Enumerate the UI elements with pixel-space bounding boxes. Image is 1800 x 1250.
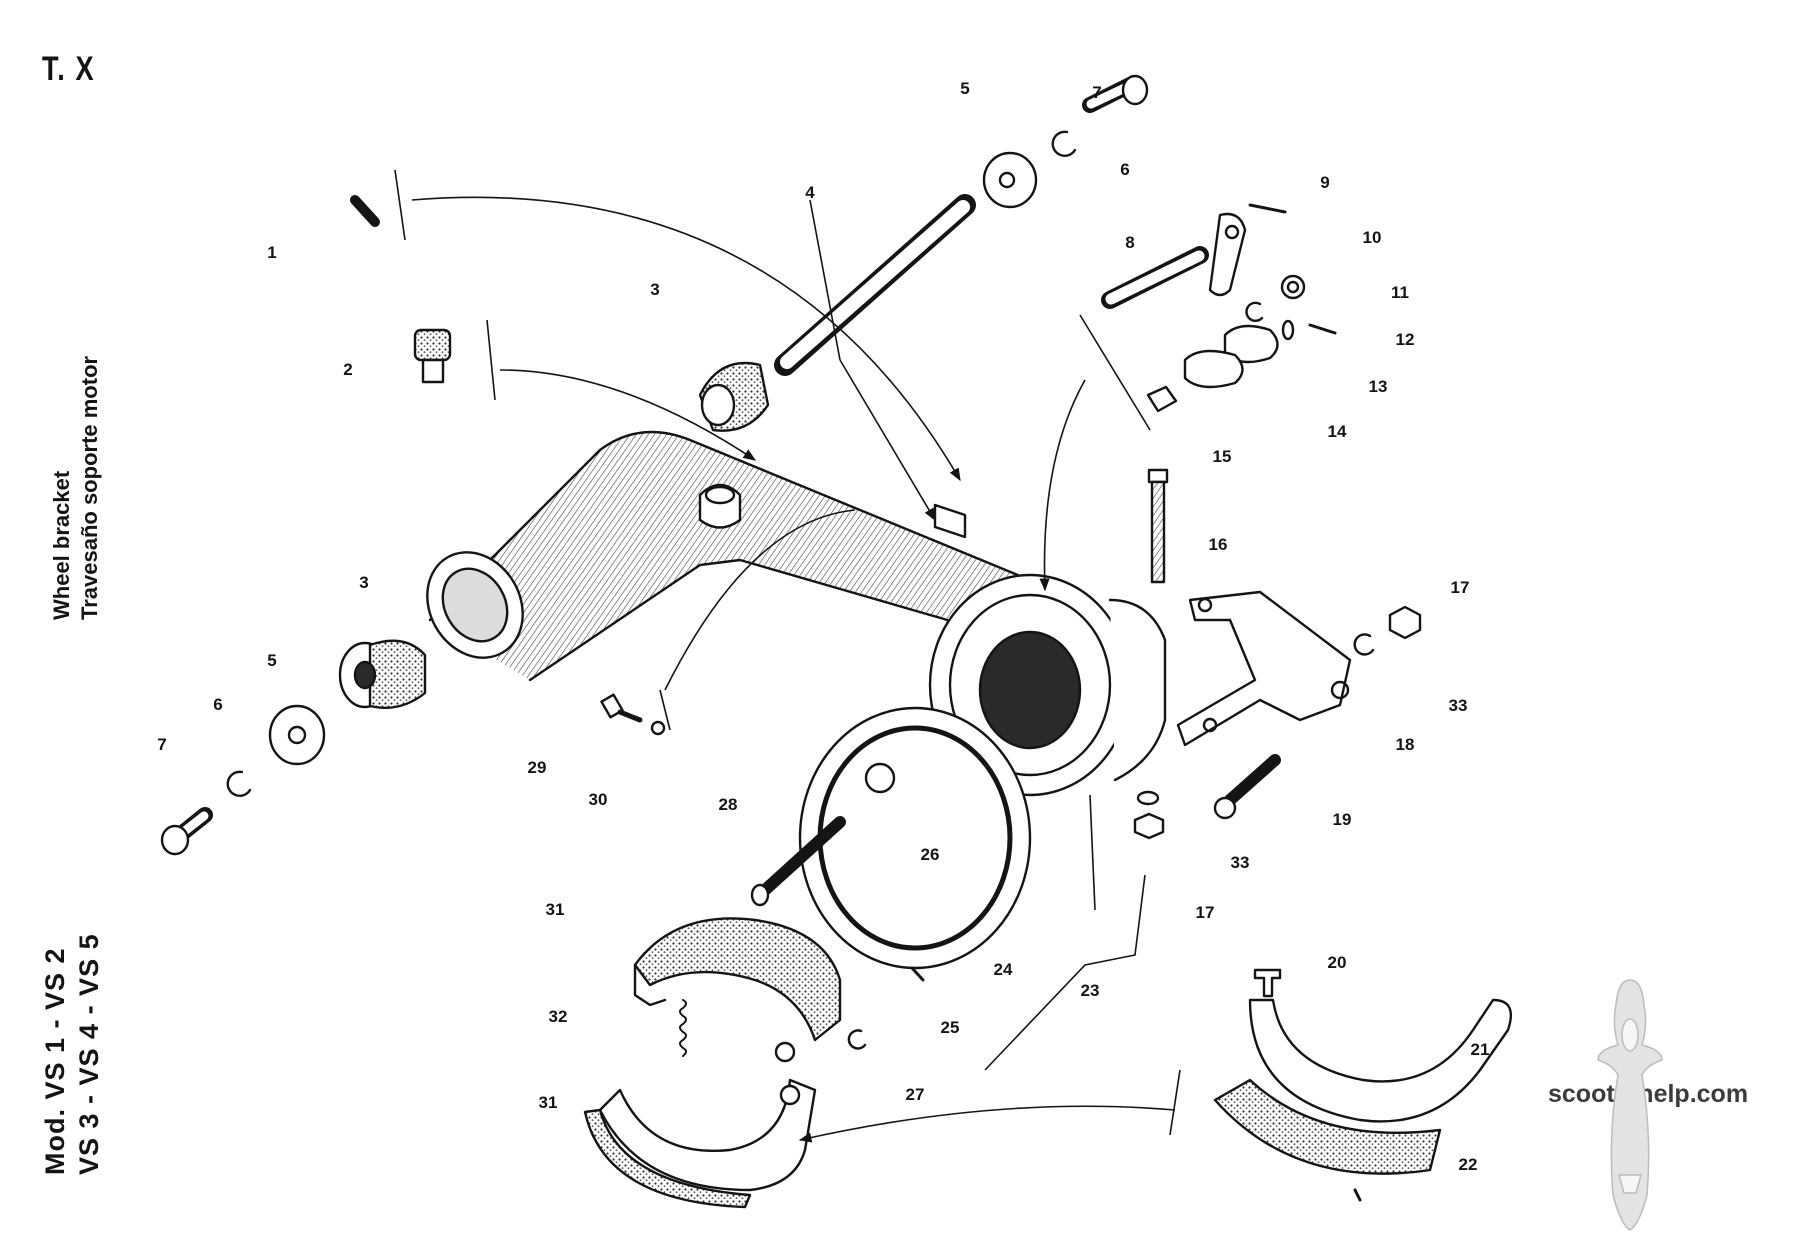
nut-part-17-lower <box>1133 812 1165 840</box>
pin-part-12 <box>1308 323 1337 335</box>
callout-number: 10 <box>1363 228 1382 247</box>
pin-part-25 <box>910 966 925 982</box>
callout-number: 2 <box>343 360 352 379</box>
pin-part-22 <box>1353 1188 1362 1202</box>
callout-labels: 1233455667789101112131415161717181920212… <box>157 79 1489 1174</box>
cam-part-28 <box>750 816 846 907</box>
callout-number: 1 <box>267 243 276 262</box>
callout-number: 16 <box>1209 535 1228 554</box>
pin-part-4 <box>774 194 976 376</box>
watermark-text: scooterhelp.com <box>1548 1080 1749 1108</box>
callout-number: 20 <box>1328 953 1347 972</box>
callout-number: 5 <box>267 651 276 670</box>
callout-number: 14 <box>1328 422 1347 441</box>
bolt-part-16 <box>1147 468 1169 584</box>
callout-number: 5 <box>960 79 969 98</box>
callout-number: 7 <box>1092 83 1101 102</box>
callout-number: 4 <box>805 183 815 202</box>
callout-number: 9 <box>1320 173 1329 192</box>
callout-number: 25 <box>941 1018 960 1037</box>
callout-number: 17 <box>1196 903 1215 922</box>
bolt-part-7-upper <box>1082 74 1149 113</box>
bolt-part-7-lower <box>160 807 213 856</box>
circlip-part-6-upper <box>1051 130 1077 157</box>
callout-number: 8 <box>1125 233 1134 252</box>
brake-shoe-right <box>1213 998 1513 1175</box>
brake-shoe-left-lower <box>583 1078 817 1209</box>
pin-part-13 <box>1281 319 1295 341</box>
bolt-part-29 <box>600 693 643 723</box>
nut-part-30 <box>650 720 666 736</box>
callout-number: 3 <box>650 280 659 299</box>
split-pin-part-9 <box>1248 203 1287 214</box>
washer-part-5-lower <box>268 704 326 766</box>
callout-number: 31 <box>539 1093 558 1112</box>
brake-shoe-left-upper <box>633 917 842 1063</box>
callout-number: 22 <box>1459 1155 1478 1174</box>
bolt-part-2 <box>413 328 452 384</box>
callout-number: 11 <box>1391 283 1409 302</box>
callout-number: 27 <box>906 1085 925 1104</box>
circlip-part-11 <box>1245 301 1264 322</box>
bush-part-3-lower <box>338 639 427 710</box>
callout-number: 32 <box>549 1007 568 1026</box>
link-plates-part-14 <box>1183 324 1279 389</box>
callout-number: 15 <box>1213 447 1232 466</box>
bolt-part-19 <box>1213 754 1281 820</box>
callout-number: 31 <box>546 900 565 919</box>
washer-part-5-upper <box>982 151 1038 209</box>
callout-number: 33 <box>1231 853 1250 872</box>
nut-part-17-upper <box>1388 605 1422 640</box>
lever-part-8 <box>1101 212 1247 309</box>
circlip-part-27 <box>847 1029 867 1050</box>
callout-number: 30 <box>589 790 608 809</box>
callout-number: 21 <box>1471 1040 1490 1059</box>
callout-number: 29 <box>528 758 547 777</box>
bolt-part-15 <box>1146 385 1178 413</box>
callout-number: 6 <box>213 695 222 714</box>
plate-number: T. X <box>42 50 96 88</box>
callout-number: 28 <box>719 795 738 814</box>
nut-part-10 <box>1280 274 1306 300</box>
callout-number: 19 <box>1333 810 1352 829</box>
circlip-part-6-lower <box>226 770 252 797</box>
callout-number: 7 <box>157 735 166 754</box>
washer-part-33-lower <box>1136 790 1160 806</box>
callout-number: 26 <box>921 845 940 864</box>
callout-number: 6 <box>1120 160 1129 179</box>
callout-number: 33 <box>1449 696 1468 715</box>
callout-number: 13 <box>1369 377 1388 396</box>
scooter-logo-icon <box>1597 979 1663 1231</box>
bolt-part-1 <box>350 195 380 227</box>
washer-part-33-upper <box>1353 633 1375 656</box>
bracket-part-18 <box>1176 590 1352 747</box>
bush-part-3-upper <box>698 361 770 432</box>
callout-number: 3 <box>359 573 368 592</box>
callout-number: 23 <box>1081 981 1100 1000</box>
spring-part-32 <box>679 999 687 1057</box>
callout-number: 17 <box>1451 578 1470 597</box>
callout-number: 12 <box>1396 330 1415 349</box>
callout-number: 18 <box>1396 735 1415 754</box>
pivot-part-20 <box>1253 968 1282 998</box>
brake-ring <box>798 706 1032 970</box>
callout-number: 24 <box>994 960 1013 979</box>
